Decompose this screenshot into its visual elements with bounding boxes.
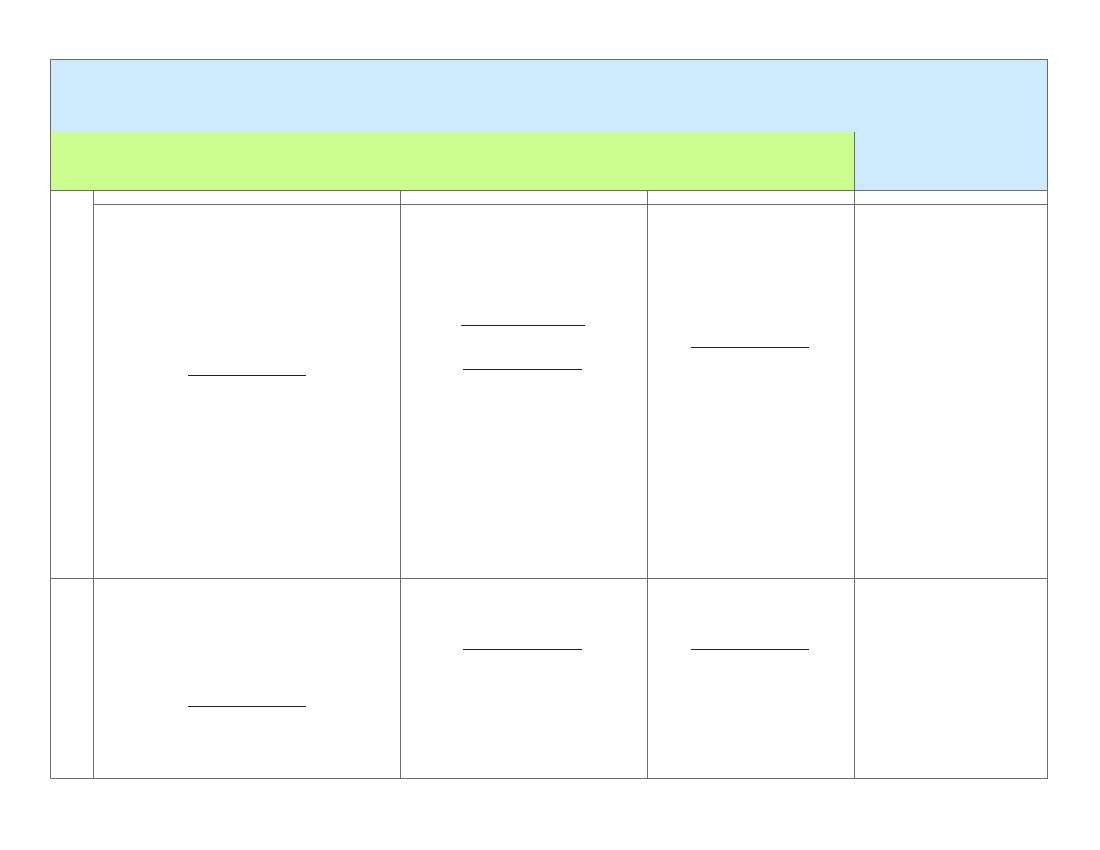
row-label-column-divider	[93, 190, 94, 778]
column-divider-3	[854, 190, 855, 778]
fill-in-blank[interactable]	[691, 347, 809, 348]
fill-in-blank[interactable]	[463, 369, 582, 370]
column-header-divider	[94, 204, 1047, 205]
fill-in-blank[interactable]	[463, 649, 582, 650]
title-band	[51, 60, 1047, 133]
fill-in-blank[interactable]	[691, 649, 809, 650]
header-cell-green	[51, 132, 855, 191]
column-divider-2	[647, 190, 648, 778]
column-divider-1	[400, 190, 401, 778]
fill-in-blank[interactable]	[188, 375, 306, 376]
fill-in-blank[interactable]	[188, 706, 306, 707]
form-table	[50, 59, 1048, 779]
fill-in-blank[interactable]	[461, 325, 585, 326]
row-separator	[51, 578, 1047, 579]
header-cell-blue	[855, 132, 1047, 191]
